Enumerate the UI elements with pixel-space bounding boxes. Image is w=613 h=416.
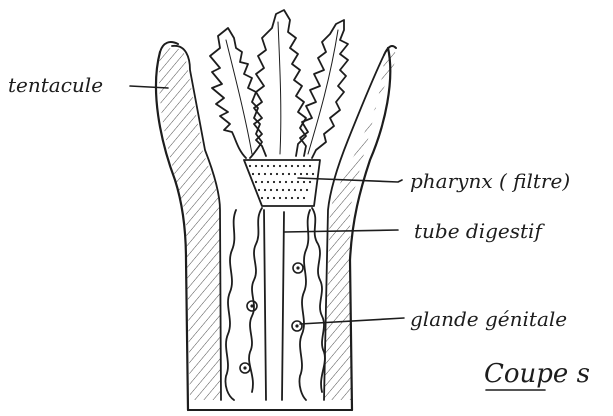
label-gonad: glande génitale [410, 307, 567, 331]
pharynx [244, 160, 320, 206]
leader-gut [284, 230, 398, 232]
egg [240, 363, 250, 373]
body-wall-right [324, 50, 396, 400]
egg [292, 321, 302, 331]
label-gut: tube digestif [414, 219, 545, 243]
leader-gonad [300, 318, 404, 324]
body-wall-left [159, 48, 220, 400]
egg [293, 263, 303, 273]
label-pharynx: pharynx ( filtre) [410, 169, 570, 193]
body-column [156, 42, 396, 410]
caption: Coupe s [484, 359, 590, 390]
label-tentacle: tentacule [8, 73, 103, 97]
feathery-tentacles [210, 10, 348, 158]
pharynx-dots [249, 165, 314, 199]
caption-text: Coupe s [484, 359, 590, 389]
egg [247, 301, 257, 311]
